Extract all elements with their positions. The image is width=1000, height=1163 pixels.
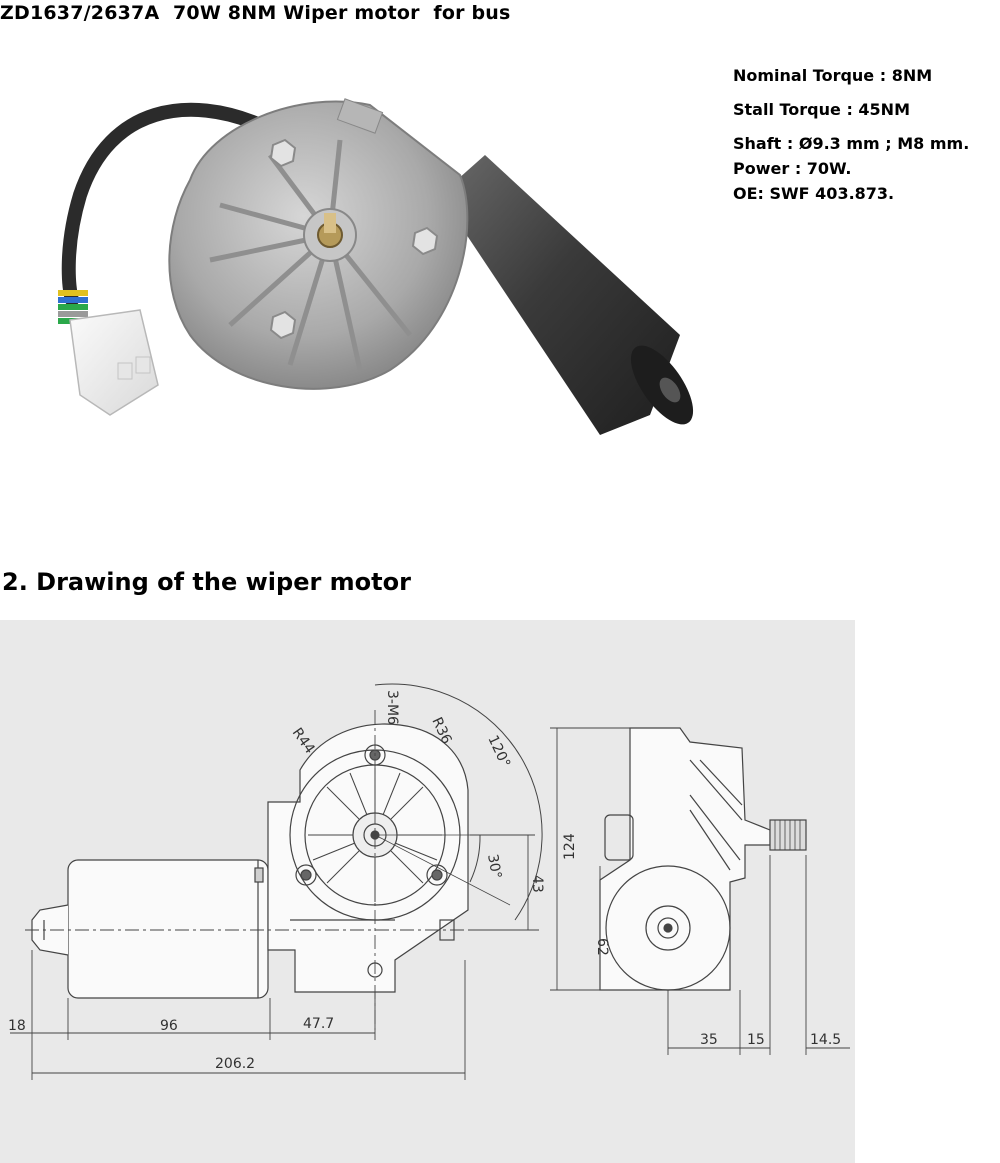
dim-15: 15 bbox=[747, 1032, 765, 1048]
dim-14-5: 14.5 bbox=[810, 1032, 841, 1048]
dim-angle-120: 120° bbox=[484, 733, 513, 770]
spec-nominal-torque: Nominal Torque : 8NM bbox=[733, 66, 933, 85]
dim-206-2: 206.2 bbox=[215, 1056, 255, 1072]
gear-housing bbox=[168, 98, 469, 390]
cable bbox=[61, 102, 267, 307]
dim-3-m6: 3-M6 bbox=[384, 690, 400, 725]
dim-43: 43 bbox=[529, 875, 545, 893]
front-view-motor bbox=[31, 859, 269, 999]
section-title: 2. Drawing of the wiper motor bbox=[2, 568, 411, 596]
dim-47-7: 47.7 bbox=[303, 1016, 334, 1032]
dim-62: 62 bbox=[594, 938, 610, 956]
dim-124: 124 bbox=[562, 833, 578, 860]
spec-list: Nominal Torque : 8NM Stall Torque : 45NM… bbox=[733, 64, 969, 207]
dim-angle-30: 30° bbox=[484, 853, 504, 880]
dim-35: 35 bbox=[700, 1032, 718, 1048]
spec-stall-torque: Stall Torque : 45NM bbox=[733, 100, 910, 119]
front-view-gearbox bbox=[267, 723, 469, 993]
dim-96: 96 bbox=[160, 1018, 178, 1034]
wiper-motor-photo bbox=[58, 98, 694, 435]
spec-shaft: Shaft : Ø9.3 mm ; M8 mm. bbox=[733, 134, 970, 153]
motor-body bbox=[440, 155, 694, 435]
dim-18: 18 bbox=[8, 1018, 26, 1034]
spec-oe: OE: SWF 403.873. bbox=[733, 184, 895, 203]
technical-drawing: 18 96 47.7 206.2 35 15 14.5 124 62 43 R4… bbox=[0, 620, 855, 1163]
connector-plug bbox=[69, 309, 159, 416]
spec-power: Power : 70W. bbox=[733, 159, 852, 178]
side-view bbox=[550, 727, 850, 1055]
product-title: ZD1637/2637A 70W 8NM Wiper motor for bus bbox=[0, 2, 511, 24]
drawing-canvas: 18 96 47.7 206.2 35 15 14.5 124 62 43 R4… bbox=[8, 683, 850, 1080]
